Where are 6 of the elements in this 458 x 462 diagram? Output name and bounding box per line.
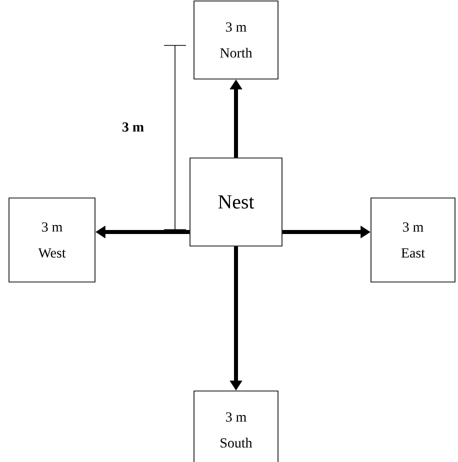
place-box: Nest — [190, 158, 282, 246]
place-box: 3 m South — [194, 390, 278, 462]
dimension-label: 3 m — [122, 122, 144, 132]
place-box: 3 m North — [194, 0, 278, 80]
place-box: 3 m East — [370, 198, 456, 282]
place-box: 3 m West — [8, 198, 96, 282]
